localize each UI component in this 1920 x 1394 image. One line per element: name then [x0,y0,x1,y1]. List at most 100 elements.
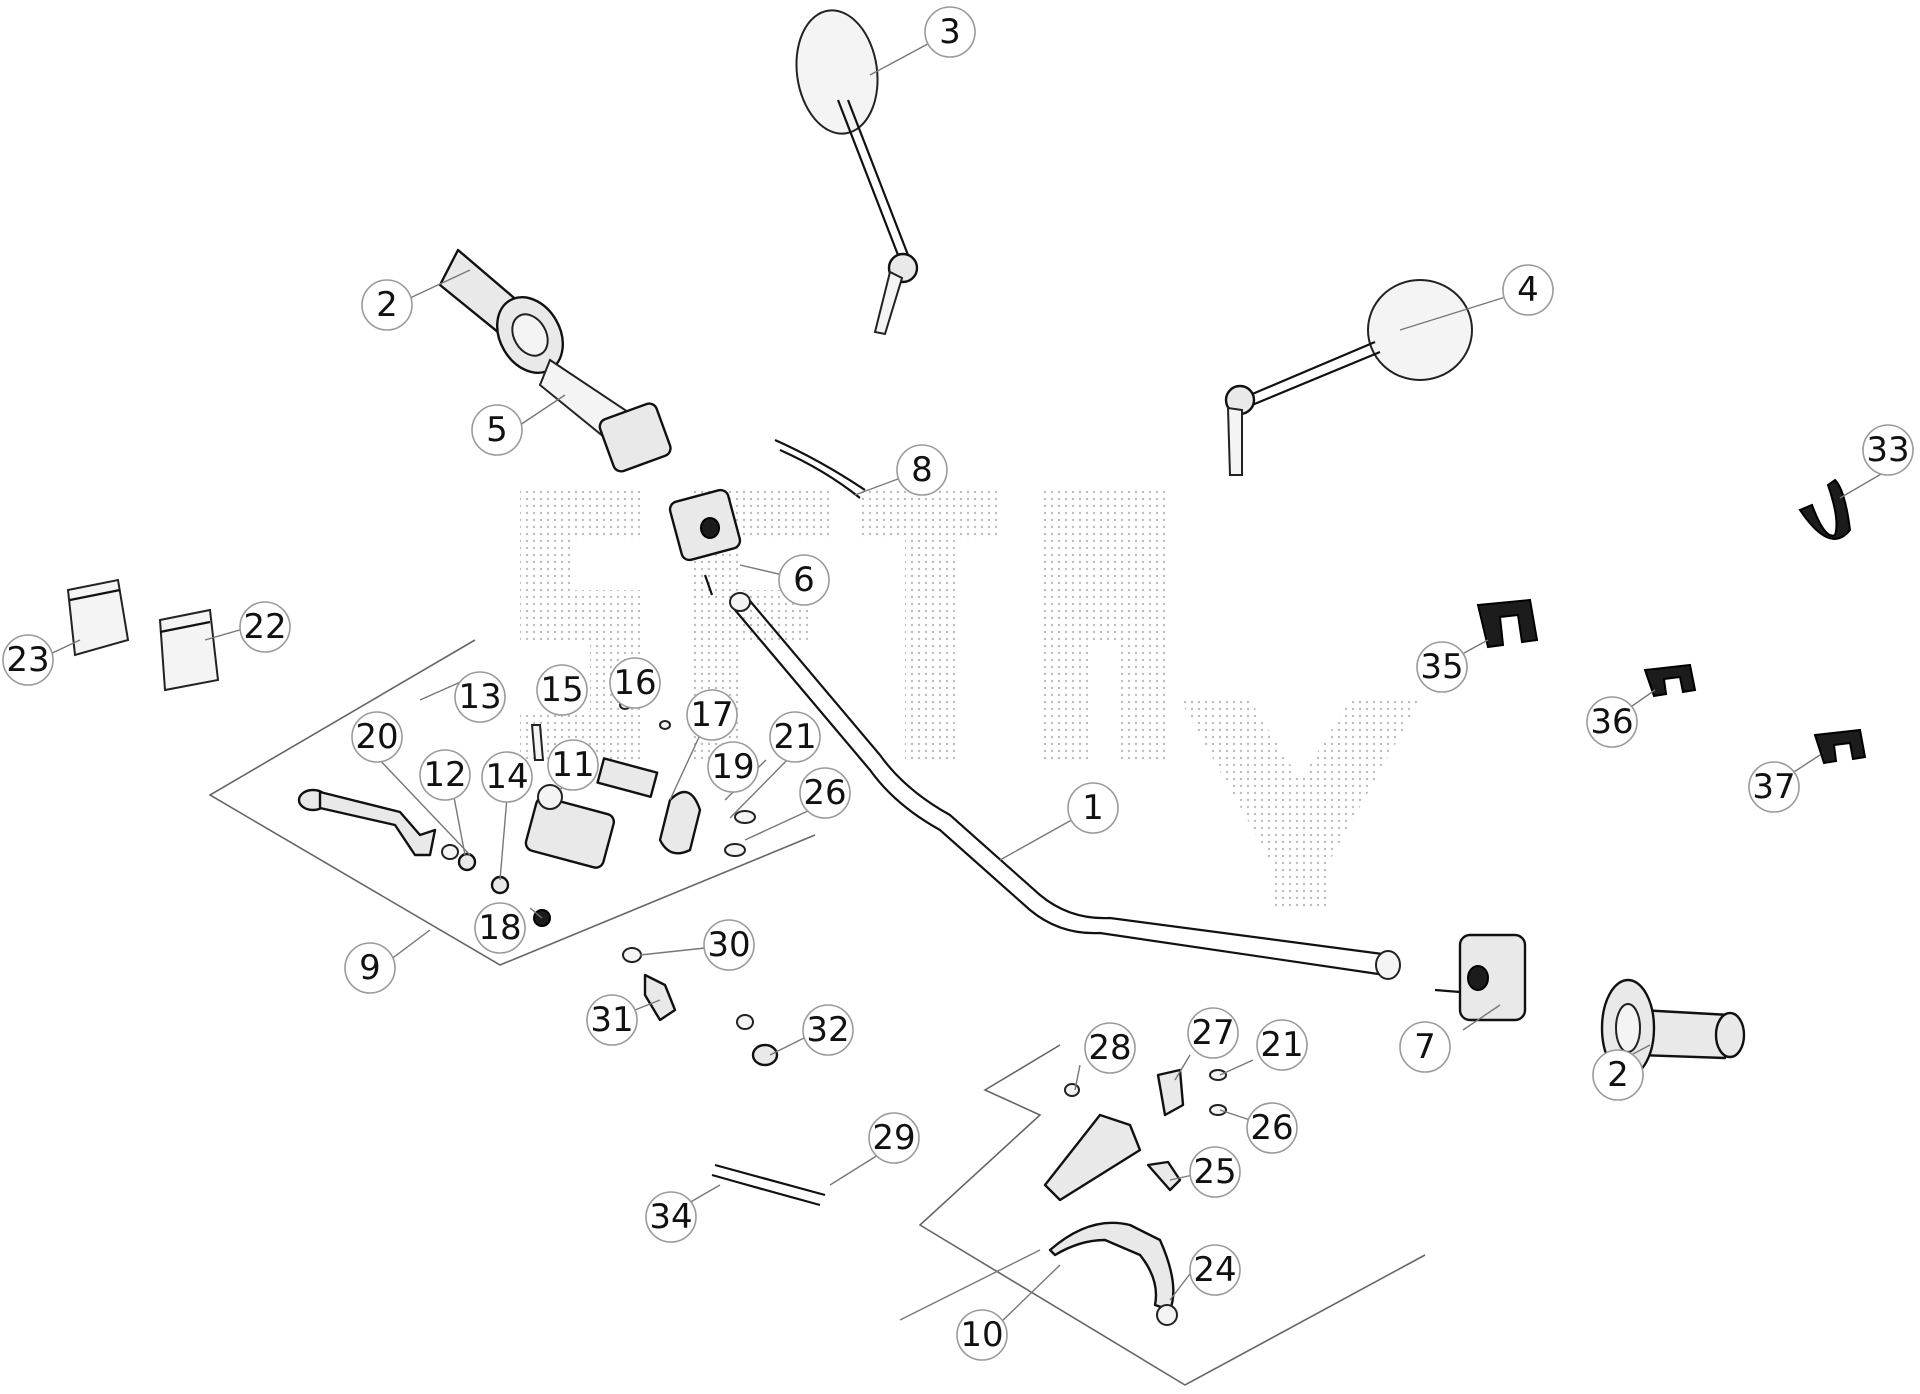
left-grip [438,248,564,374]
callout-10: 10 [956,1309,1008,1361]
callout-23: 23 [2,634,54,686]
callout-14: 14 [481,751,533,803]
svg-text:34: 34 [649,1197,692,1237]
svg-text:31: 31 [590,1000,633,1040]
svg-text:18: 18 [478,908,521,948]
callout-30: 30 [703,919,755,971]
bag-23 [66,578,130,657]
bag-22 [158,608,220,692]
svg-text:14: 14 [485,757,528,797]
brake-lever-20 [297,788,437,857]
svg-text:22: 22 [243,607,286,647]
watermark [520,490,1420,910]
callout-22: 22 [239,601,291,653]
svg-text:32: 32 [806,1010,849,1050]
svg-text:23: 23 [6,640,49,680]
svg-text:15: 15 [540,670,583,710]
leader-lines [47,31,1889,1326]
svg-text:13: 13 [458,677,501,717]
svg-text:33: 33 [1866,430,1909,470]
callout-32: 32 [802,1004,854,1056]
perch-10 [1043,1068,1227,1202]
small-parts-9 [441,700,756,927]
banjo-parts [622,947,779,1067]
callout-29: 29 [868,1112,920,1164]
svg-text:16: 16 [613,663,656,703]
callout-5: 5 [471,404,523,456]
svg-text:17: 17 [690,695,733,735]
svg-text:26: 26 [1250,1108,1293,1148]
svg-text:1: 1 [1082,788,1104,828]
callout-31: 31 [586,994,638,1046]
callout-21-top: 21 [769,711,821,763]
callout-37: 37 [1748,761,1800,813]
svg-text:21: 21 [1260,1025,1303,1065]
right-switch [1434,933,1527,1022]
clamp-33 [1798,478,1852,540]
callout-13: 13 [454,671,506,723]
callout-15: 15 [536,664,588,716]
svg-text:3: 3 [939,12,961,52]
callout-26-bottom: 26 [1246,1102,1298,1154]
callout-1: 1 [1067,782,1119,834]
svg-text:2: 2 [376,285,398,325]
callout-11: 11 [547,739,599,791]
svg-text:30: 30 [707,925,750,965]
callouts: 1 2 2 3 4 5 6 7 8 9 10 11 12 13 14 15 16… [2,6,1914,1361]
svg-text:35: 35 [1420,647,1463,687]
handlebar [729,592,1401,980]
svg-text:37: 37 [1752,767,1795,807]
svg-text:24: 24 [1193,1250,1236,1290]
callout-36: 36 [1586,696,1638,748]
callout-9: 9 [344,942,396,994]
callout-7: 7 [1399,1021,1451,1073]
callout-19: 19 [707,741,759,793]
callout-26-top: 26 [799,767,851,819]
callout-18: 18 [474,902,526,954]
cable-bottom [711,1163,826,1207]
svg-text:11: 11 [551,745,594,785]
lever-assembly-9-outline [208,639,816,966]
clamp-35 [1476,598,1539,649]
callout-25: 25 [1189,1146,1241,1198]
callout-3: 3 [924,6,976,58]
callout-12: 12 [419,749,471,801]
left-mirror [795,9,919,336]
svg-text:26: 26 [803,773,846,813]
svg-text:9: 9 [359,948,381,988]
svg-text:36: 36 [1590,702,1633,742]
throttle-tube [538,358,672,473]
callout-35: 35 [1416,641,1468,693]
clamp-37 [1813,728,1867,765]
svg-text:10: 10 [960,1315,1003,1355]
callout-24: 24 [1189,1244,1241,1296]
svg-text:7: 7 [1414,1027,1436,1067]
svg-text:8: 8 [911,450,933,490]
svg-text:6: 6 [793,560,815,600]
svg-text:28: 28 [1088,1028,1131,1068]
callout-33: 33 [1862,424,1914,476]
clutch-lever-24 [1048,1221,1178,1326]
callout-34: 34 [645,1191,697,1243]
callout-8: 8 [896,444,948,496]
svg-text:27: 27 [1191,1013,1234,1053]
svg-text:21: 21 [773,717,816,757]
callout-6: 6 [778,554,830,606]
lever-assembly-10-outline [918,1044,1426,1386]
svg-text:12: 12 [423,755,466,795]
svg-text:25: 25 [1193,1152,1236,1192]
svg-text:2: 2 [1607,1055,1629,1095]
callout-4: 4 [1502,264,1554,316]
master-cylinder-11 [524,757,659,869]
svg-text:4: 4 [1517,270,1539,310]
right-mirror [1224,279,1473,476]
svg-text:19: 19 [711,747,754,787]
callout-20: 20 [351,711,403,763]
callout-21-bottom: 21 [1256,1019,1308,1071]
callout-28: 28 [1084,1022,1136,1074]
svg-text:5: 5 [486,410,508,450]
clamp-36 [1643,663,1697,698]
callout-2-right: 2 [1592,1049,1644,1101]
svg-text:29: 29 [872,1118,915,1158]
